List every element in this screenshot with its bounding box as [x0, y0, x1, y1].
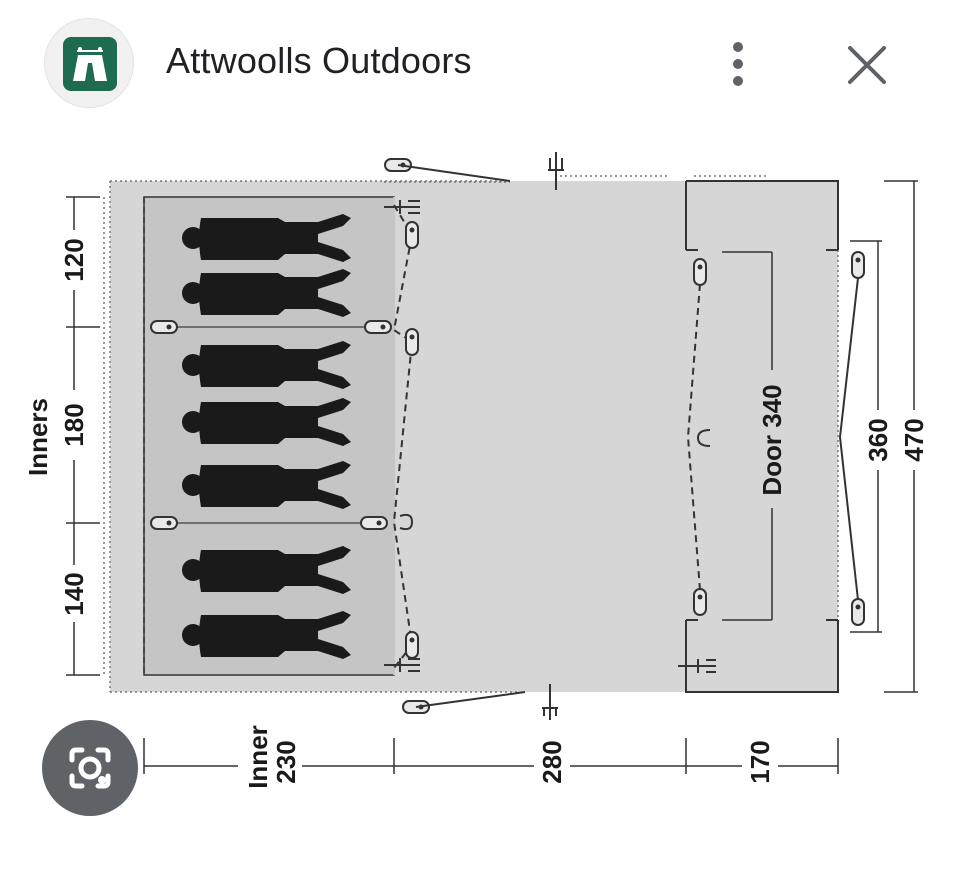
close-icon	[848, 46, 886, 84]
inner-segment-180: 180	[59, 403, 89, 446]
tent-logo-icon	[63, 37, 117, 91]
door-width-label: Door 340	[757, 384, 787, 495]
more-vert-icon	[733, 42, 743, 86]
width-360-label: 360	[863, 418, 893, 461]
close-button[interactable]	[842, 40, 892, 90]
lens-camera-icon	[69, 747, 111, 789]
length-170-label: 170	[745, 740, 775, 783]
lens-search-button[interactable]	[42, 720, 138, 816]
top-bar: Attwoolls Outdoors	[0, 0, 960, 130]
tent-floorplan: Door 340 360 470 Inners 120 180 140 Inne…	[23, 152, 929, 789]
site-logo[interactable]	[44, 18, 134, 108]
more-menu-button[interactable]	[716, 40, 760, 90]
length-280-label: 280	[537, 740, 567, 783]
width-470-label: 470	[899, 418, 929, 461]
site-title: Attwoolls Outdoors	[166, 40, 472, 81]
inner-segment-140: 140	[59, 572, 89, 615]
length-230-label: 230	[271, 740, 301, 783]
inner-length-label: Inner	[243, 725, 273, 789]
inner-segment-120: 120	[59, 238, 89, 281]
inners-label: Inners	[23, 398, 53, 476]
